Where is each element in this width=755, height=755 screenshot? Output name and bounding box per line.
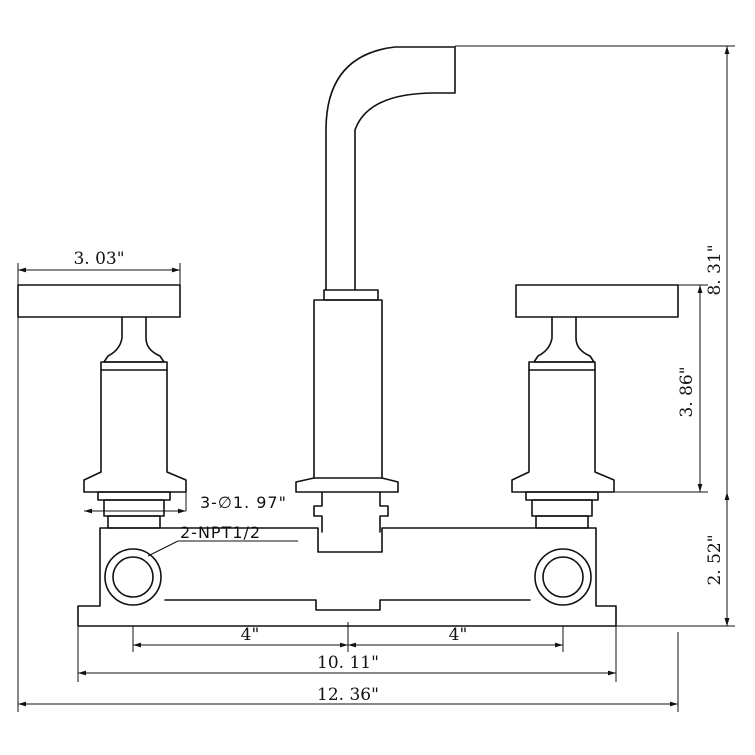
spout	[295, 46, 456, 533]
dim-label-spacing-left: 4"	[241, 625, 260, 645]
dim-label-handle-height: 3. 86"	[677, 366, 697, 417]
dim-base-height: 2. 52"	[705, 492, 730, 626]
dim-label-overall-width: 12. 36"	[317, 685, 379, 705]
dim-overall-width: 12. 36"	[17, 317, 679, 712]
dim-inlet-width: 10. 11"	[77, 626, 617, 682]
dim-handle-width: 3. 03"	[17, 249, 181, 285]
callout-label-thread: 2-NPT1/2	[180, 523, 261, 542]
dim-hole-diameter: 3-∅1. 97"	[84, 492, 287, 514]
dim-label-spacing-right: 4"	[449, 625, 468, 645]
dim-total-height: 8. 31"	[455, 45, 735, 627]
dim-label-inlet-width: 10. 11"	[317, 653, 379, 673]
right-handle	[511, 284, 679, 529]
dim-label-hole-diameter: 3-∅1. 97"	[200, 493, 287, 512]
dim-handle-height: 3. 86"	[614, 284, 708, 493]
dim-label-base-height: 2. 52"	[705, 534, 725, 585]
dim-label-handle-width: 3. 03"	[73, 249, 124, 269]
dim-center-spacing: 4" 4"	[132, 622, 564, 652]
left-handle	[17, 284, 187, 529]
dim-label-total-height: 8. 31"	[705, 244, 725, 295]
waterway-body	[77, 527, 617, 627]
callout-thread: 2-NPT1/2	[147, 523, 298, 557]
